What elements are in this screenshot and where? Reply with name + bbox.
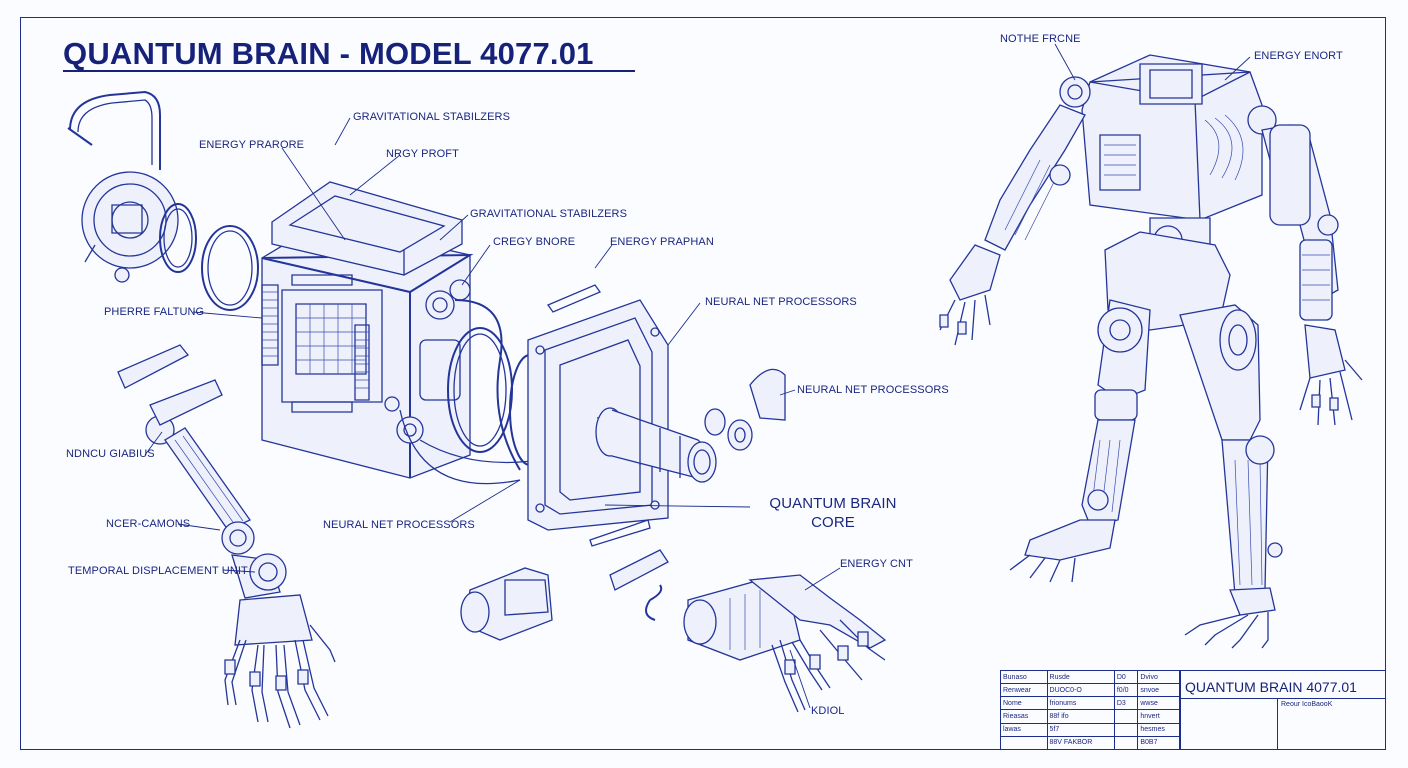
label-energy-cnt: ENERGY CNT [840,558,913,570]
table-cell: 88V FAKBOR [1046,735,1115,751]
title-block-divider [1181,698,1385,699]
table-cell: B0B7 [1137,735,1180,751]
table-cell: D3 [1113,696,1139,711]
table-row: lawas 5f7 hesmes [1000,722,1180,737]
table-row: Renwear DUOC0-O f0/0 snvoe [1000,683,1180,698]
label-gravitational-stabilizers-mid: GRAVITATIONAL STABILZERS [470,208,628,220]
leader-lines [145,44,1250,708]
left-arm-illustration [118,345,335,728]
table-cell: wwse [1137,696,1180,711]
label-quantum-brain-core-line2: CORE [811,514,855,531]
table-row: Nome frionums D3 wwse [1000,696,1180,711]
table-row: 88V FAKBOR B0B7 [1000,735,1180,751]
label-quantum-brain-core-line1: QUANTUM BRAIN [769,495,897,512]
label-temporal-displacement-unit: TEMPORAL DISPLACEMENT UNIT [68,565,248,577]
label-energy-enort: ENERGY ENORT [1254,50,1343,62]
core-plate-illustration [528,285,785,620]
table-cell [1113,735,1139,751]
title-block-sub: Reour IcoBaooK [1281,701,1333,708]
label-gravitational-stabilizers-top: GRAVITATIONAL STABILZERS [353,111,511,123]
page-title: QUANTUM BRAIN - MODEL 4077.01 [63,36,594,71]
lower-hand-illustration [461,568,885,712]
label-cregy-bnore: CREGY BNORE [493,236,576,248]
label-quantum-brain-core: QUANTUM BRAIN CORE [758,494,908,532]
table-cell: frionums [1046,696,1115,711]
central-cube-illustration [262,182,550,484]
table-row: Rieasas 88f ifo hnvert [1000,709,1180,724]
table-cell: 88f ifo [1046,709,1115,724]
robot-illustration [940,55,1362,648]
title-block-name-panel: QUANTUM BRAIN 4077.01 Reour IcoBaooK [1180,670,1386,750]
table-cell: hnvert [1137,709,1180,724]
table-cell: snvoe [1137,683,1180,698]
title-block: Bunaso Rusde D0 Dvivo Renwear DUOC0-O f0… [1000,669,1386,751]
label-pherre-faltung: PHERRE FALTUNG [104,306,205,318]
table-cell: lawas [1000,722,1048,737]
table-cell: DUOC0-O [1046,683,1115,698]
table-cell: Rusde [1046,669,1115,685]
title-block-name: QUANTUM BRAIN 4077.01 [1185,679,1357,695]
table-cell [1113,709,1139,724]
label-ndncu-giabius: NDNCU GIABIUS [66,448,155,460]
table-cell: D0 [1113,669,1139,685]
table-cell: f0/0 [1113,683,1139,698]
label-ncer-camons: NCER-CAMONS [106,518,191,530]
label-neural-net-processors-top: NEURAL NET PROCESSORS [705,296,857,308]
label-nrgy-profet: NRGY PROFT [386,148,459,160]
title-block-grid: Bunaso Rusde D0 Dvivo Renwear DUOC0-O f0… [1000,669,1180,751]
table-cell: Nome [1000,696,1048,711]
title-underline [63,70,635,72]
label-energy-praphan: ENERGY PRAPHAN [610,236,714,248]
table-cell: Bunaso [1000,669,1048,685]
label-kdiol: KDIOL [811,705,845,717]
title-block-divider-vertical [1277,698,1278,750]
label-nothe-frcne: NOTHE FRCNE [1000,33,1081,45]
table-row: Bunaso Rusde D0 Dvivo [1000,669,1180,685]
label-neural-net-processors-bottom: NEURAL NET PROCESSORS [323,519,475,531]
headset-ring-illustration [68,92,258,310]
table-cell: Dvivo [1137,669,1180,685]
label-energy-prarore: ENERGY PRARORE [199,139,305,151]
table-cell: 5f7 [1046,722,1115,737]
label-neural-net-processors-right: NEURAL NET PROCESSORS [797,384,949,396]
table-cell: Rieasas [1000,709,1048,724]
table-cell [1000,735,1048,751]
table-cell: Renwear [1000,683,1048,698]
table-cell [1113,722,1139,737]
drawing-frame [20,17,1386,750]
table-cell: hesmes [1137,722,1180,737]
